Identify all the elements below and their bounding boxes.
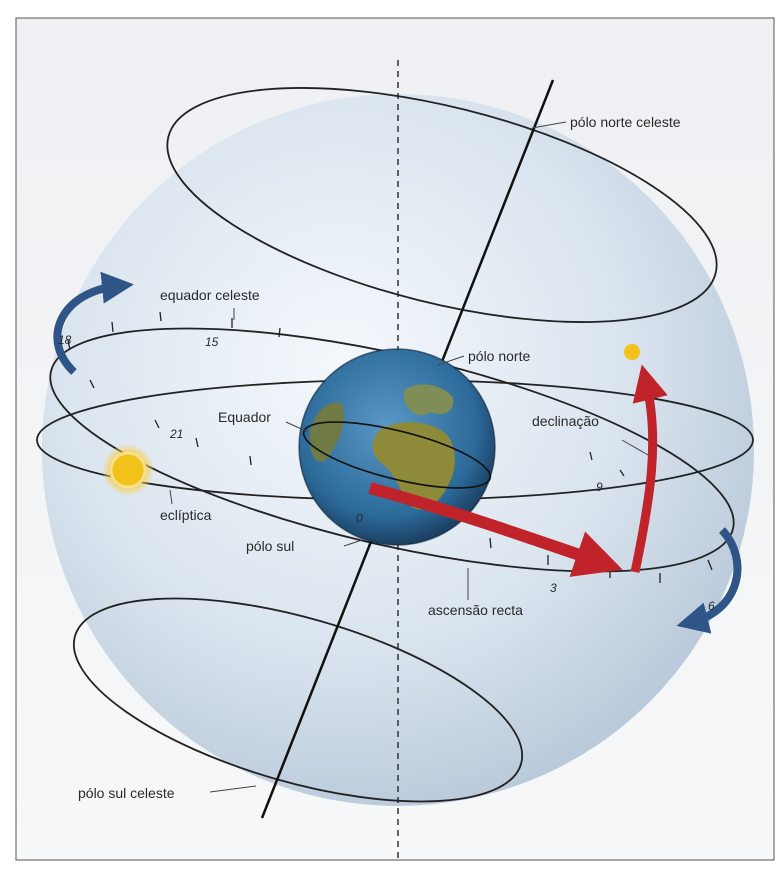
earth-globe — [298, 348, 496, 546]
north-declination-circle — [166, 87, 718, 323]
south-declination-circle — [72, 597, 524, 803]
hour-mark-6: 6 — [708, 599, 715, 613]
right-ascension-arrow — [368, 482, 623, 577]
label-equator: Equador — [218, 409, 271, 425]
hour-mark-0: 0 — [356, 511, 363, 525]
hour-mark-15: 15 — [205, 335, 219, 349]
sun-core — [109, 451, 147, 489]
equator-ticks — [67, 311, 713, 583]
label-north-pole: pólo norte — [468, 348, 530, 364]
label-celestial-equator: equador celeste — [160, 287, 260, 303]
hour-mark-21: 21 — [169, 427, 183, 441]
label-south-celestial-pole: pólo sul celeste — [78, 785, 175, 801]
rotation-arrow-left — [53, 271, 134, 375]
leader-lines — [169, 121, 649, 793]
label-north-celestial-pole: pólo norte celeste — [570, 114, 681, 130]
label-ecliptic: eclíptica — [160, 507, 212, 523]
label-declination: declinação — [532, 413, 599, 429]
rotation-arrow-right — [676, 527, 742, 634]
declination-arrow — [630, 364, 668, 573]
label-south-pole: pólo sul — [246, 538, 294, 554]
hour-mark-3: 3 — [550, 581, 557, 595]
hour-mark-9: 9 — [596, 480, 603, 494]
star — [624, 344, 640, 360]
label-right-ascension: ascensão recta — [428, 602, 523, 618]
earth-equator-line — [302, 421, 492, 489]
hour-mark-18: 18 — [58, 333, 72, 347]
